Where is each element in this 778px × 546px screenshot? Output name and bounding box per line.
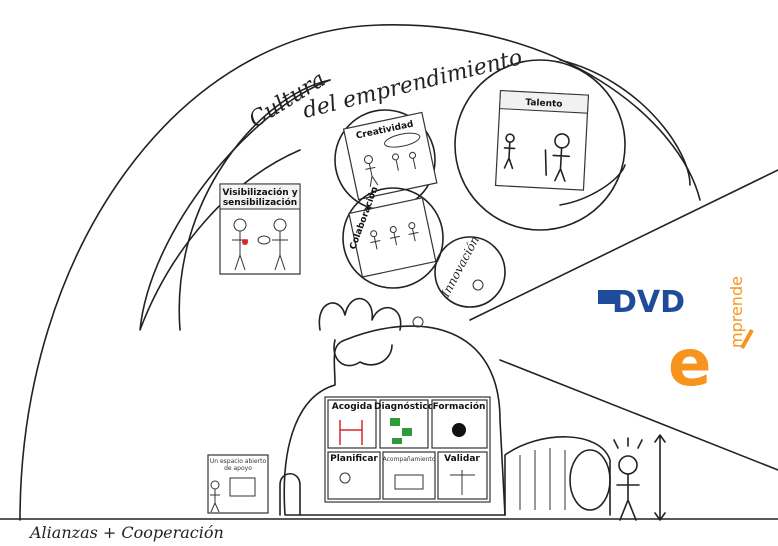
innovacion-title: Innovación	[438, 234, 482, 301]
panel-validar-title: Validar	[444, 454, 480, 464]
center-panels: Acogida Diagnóstico Formación Planificar…	[324, 396, 491, 503]
colaboracion-bubble	[342, 187, 444, 289]
panel-acogida: Acogida	[327, 399, 377, 449]
panel-mid-title: Acompañamiento	[383, 456, 436, 463]
light-beam	[469, 169, 778, 471]
signpost-icon	[450, 470, 475, 495]
emprende-logo: e mprende	[668, 276, 754, 401]
door-icon	[279, 472, 301, 516]
height-arrow-icon	[654, 434, 666, 521]
panel-mid: Acompañamiento	[382, 451, 436, 500]
sign-line2: de apoyo	[224, 465, 252, 472]
sign-line1: Un espacio abierto	[210, 458, 267, 465]
right-arc	[559, 59, 691, 186]
emprende-e-glyph: e	[668, 327, 711, 401]
colaboracion-card	[348, 197, 437, 278]
billboard-icon	[229, 477, 256, 497]
talento-swoosh-icon	[559, 164, 626, 206]
inner-arc	[178, 79, 331, 331]
visibilizacion-figures-icon	[232, 218, 288, 271]
talento-figures-icon	[503, 133, 570, 182]
handshake-icon	[339, 420, 363, 445]
eye-icon	[412, 316, 424, 328]
panel-planificar: Planificar	[327, 451, 381, 500]
stick-figure-icon	[210, 480, 220, 513]
hands-icon	[318, 297, 402, 367]
heart-icon	[242, 239, 248, 245]
panel-diagnostico-title: Diagnóstico	[374, 401, 434, 412]
panel-planificar-title: Planificar	[330, 454, 378, 464]
outer-arc	[19, 24, 701, 521]
footer-label: Alianzas + Cooperación	[28, 523, 224, 542]
open-space-sign: Un espacio abierto de apoyo	[207, 454, 269, 514]
panel-formacion: Formación	[431, 399, 488, 449]
talento-bubble	[454, 59, 626, 231]
group-icon	[452, 423, 466, 437]
dvd-flag-icon	[598, 290, 616, 304]
heading-line2: del emprendimiento	[300, 45, 524, 124]
creatividad-card: Creatividad	[342, 111, 438, 201]
panel-diagnostico: Diagnóstico	[374, 399, 434, 449]
dvd-logo: DVD	[598, 285, 685, 320]
visibilizacion-card: Visibilización y sensibilización	[219, 183, 301, 275]
emprende-logo-text: mprende	[727, 276, 746, 348]
desk-icon	[394, 474, 424, 490]
innovacion-bubble	[434, 236, 506, 308]
planning-icon	[339, 472, 351, 484]
panel-validar: Validar	[437, 451, 488, 500]
talento-card: Talento	[494, 89, 590, 191]
dvd-logo-text: DVD	[612, 285, 685, 320]
panel-acogida-title: Acogida	[332, 402, 373, 412]
creatividad-figures-icon	[363, 132, 421, 187]
visibilizacion-title-1: Visibilización y	[222, 187, 297, 198]
walking-figure-icon	[613, 437, 643, 521]
checklist-icon	[390, 418, 400, 426]
tunnel	[504, 436, 611, 516]
dome-building	[283, 325, 506, 516]
talento-title: Talento	[525, 98, 563, 110]
innovacion-bulb-icon	[472, 279, 484, 291]
panel-formacion-title: Formación	[433, 401, 486, 412]
visibilizacion-title-2: sensibilización	[223, 197, 297, 208]
colaboracion-figures-icon	[370, 222, 419, 250]
